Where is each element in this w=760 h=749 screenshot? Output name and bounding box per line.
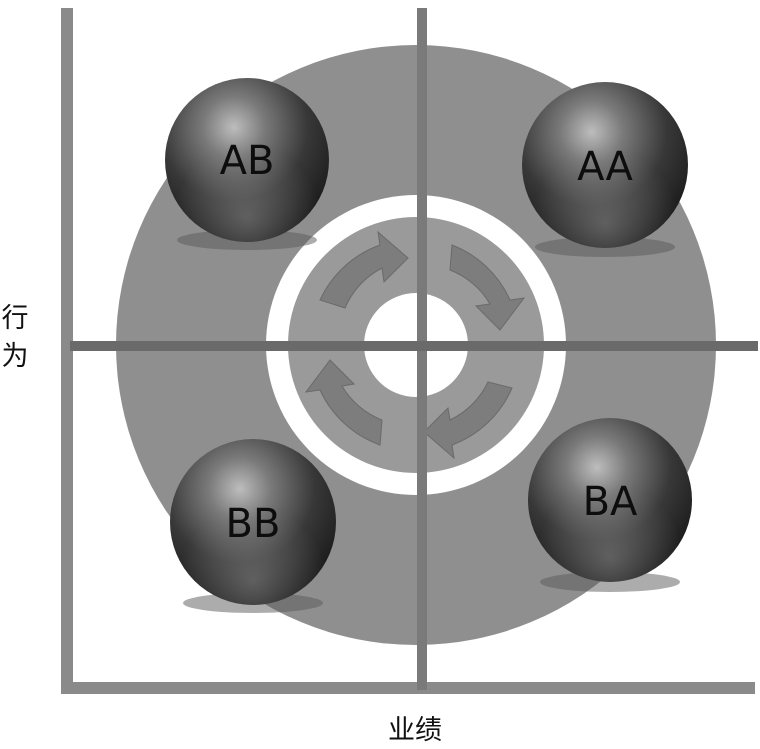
y-axis-label: 行为	[0, 300, 30, 376]
sphere-label-aa: AA	[577, 144, 633, 190]
sphere-label-ab: AB	[220, 138, 275, 184]
sphere-label-bb: BB	[226, 501, 281, 547]
x-axis-label: 业绩	[350, 708, 480, 747]
sphere-label-ba: BA	[583, 479, 638, 525]
x-axis-line	[61, 682, 755, 694]
horizontal-divider	[70, 341, 758, 351]
